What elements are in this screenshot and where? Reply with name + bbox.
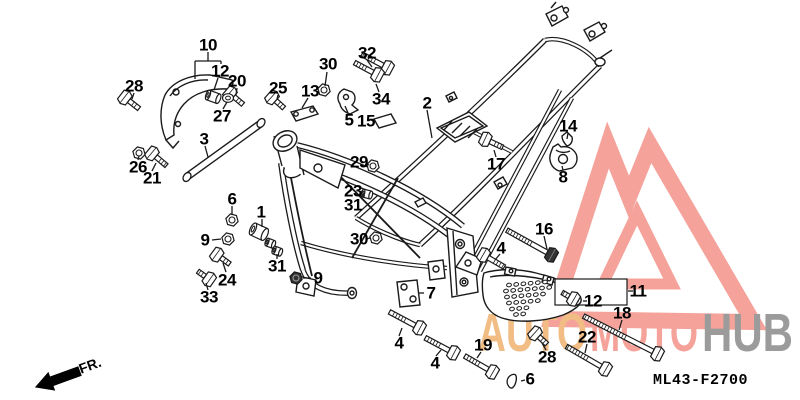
part-callout-18-35[interactable]: 18	[613, 303, 631, 323]
part-callout-16-30[interactable]: 16	[535, 219, 553, 239]
frame-line-art	[160, 1, 628, 322]
part-callout-28-3[interactable]: 28	[125, 76, 143, 96]
part-callout-27-4[interactable]: 27	[213, 106, 231, 126]
cross-brace	[351, 177, 399, 259]
part-callout-34-9[interactable]: 34	[372, 89, 390, 109]
cover-perforations	[503, 279, 553, 317]
down-tube-2	[288, 166, 313, 277]
part-callout-10-0[interactable]: 10	[199, 35, 217, 55]
part-callout-21-13[interactable]: 21	[143, 168, 161, 188]
part-callout-30-22[interactable]: 30	[350, 229, 368, 249]
part-callout-6-41[interactable]: 6	[525, 369, 535, 389]
watermark-logo	[541, 121, 768, 331]
watermark-inner-triangle	[594, 200, 681, 290]
part-callout-11-33[interactable]: 11	[629, 281, 647, 301]
cross-brace	[335, 171, 421, 259]
part-callout-15-11[interactable]: 15	[357, 111, 375, 131]
cradle-end-hole	[349, 290, 355, 296]
part-callout-7-32[interactable]: 7	[426, 283, 436, 303]
part-callout-5-10[interactable]: 5	[344, 110, 354, 130]
gusset-hole	[313, 163, 323, 173]
part-callout-29-19[interactable]: 29	[350, 152, 368, 172]
part-callout-6-23[interactable]: 6	[227, 189, 237, 209]
part-callout-17-16[interactable]: 17	[487, 154, 505, 174]
cradle-end	[346, 286, 358, 300]
leader-lines	[131, 52, 633, 382]
part-callout-3-12[interactable]: 3	[199, 129, 209, 149]
tail-clamps	[545, 1, 613, 67]
part-callout-33-27[interactable]: 33	[200, 287, 218, 307]
fr-direction-arrow: FR.	[34, 354, 104, 391]
plate-15	[372, 113, 398, 129]
part-callout-31-21[interactable]: 31	[344, 195, 362, 215]
fr-arrow-label: FR.	[77, 354, 104, 377]
part-callout-9-29[interactable]: 9	[313, 268, 323, 288]
part-callout-20-2[interactable]: 20	[228, 71, 246, 91]
part-callout-4-40[interactable]: 4	[430, 353, 440, 373]
watermark-word-moto: MOTO	[590, 303, 698, 363]
subframe-tabs	[414, 91, 508, 208]
part-callout-12-34[interactable]: 12	[584, 291, 602, 311]
part-callout-19-38[interactable]: 19	[474, 335, 492, 355]
watermark-word-hub: HUB	[702, 303, 793, 363]
steering-head	[272, 130, 306, 179]
part-callout-14-17[interactable]: 14	[559, 116, 577, 136]
part-callout-26-14[interactable]: 26	[129, 157, 147, 177]
part-callout-31-28[interactable]: 31	[268, 256, 286, 276]
part-callout-8-18[interactable]: 8	[558, 167, 568, 187]
part-callout-2-15[interactable]: 2	[422, 93, 432, 113]
part-callout-24-26[interactable]: 24	[218, 270, 236, 290]
part-callout-32-8[interactable]: 32	[358, 43, 376, 63]
part-callout-4-39[interactable]: 4	[394, 333, 404, 353]
bracket-5	[337, 88, 360, 115]
part-callout-9-25[interactable]: 9	[200, 230, 210, 250]
plate-13	[289, 105, 320, 122]
part-callout-30-7[interactable]: 30	[319, 54, 337, 74]
hardware-parts	[116, 51, 666, 389]
engine-hanger-bracket	[396, 279, 421, 308]
fr-arrow-shape	[34, 366, 82, 391]
part-callout-1-24[interactable]: 1	[256, 202, 266, 222]
watermark-outer-triangle	[541, 121, 768, 331]
subframe-plate	[435, 111, 489, 143]
part-callout-28-37[interactable]: 28	[538, 347, 556, 367]
shroud-part	[160, 74, 234, 150]
part-callout-22-36[interactable]: 22	[578, 327, 596, 347]
diagram-code: ML43-F2700	[653, 372, 748, 389]
part-callout-23-20[interactable]: 23	[344, 181, 362, 201]
part-callout-25-5[interactable]: 25	[269, 78, 287, 98]
part-callout-4-31[interactable]: 4	[496, 238, 506, 258]
part-callout-13-6[interactable]: 13	[301, 81, 319, 101]
part-callout-12-1[interactable]: 12	[211, 61, 229, 81]
bracket-8	[549, 143, 578, 172]
